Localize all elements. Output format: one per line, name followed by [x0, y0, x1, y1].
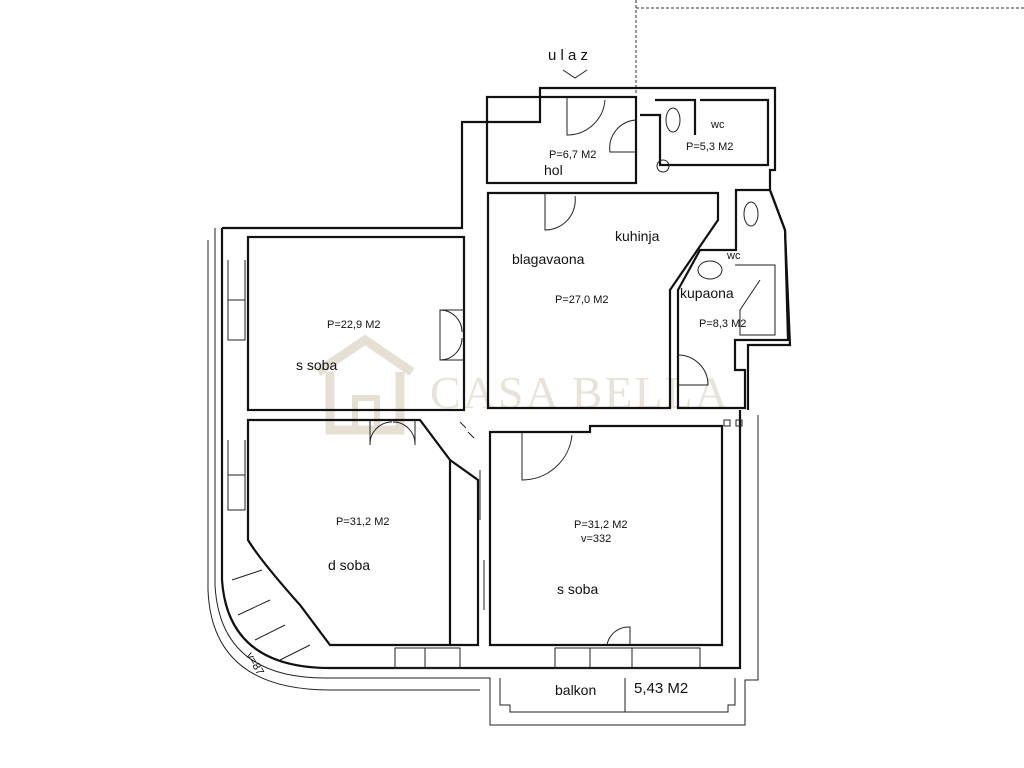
room-hol [485, 95, 638, 185]
door[interactable] [544, 193, 576, 231]
door[interactable] [521, 432, 573, 481]
door[interactable] [606, 626, 631, 646]
room-area: 5,43 M2 [634, 680, 688, 697]
room-area: P=8,3 M2 [699, 318, 746, 330]
room-label: blagavaona [512, 251, 585, 267]
room-label: s soba [296, 357, 337, 373]
room-area: P=27,0 M2 [555, 294, 609, 306]
toilet-icon [665, 107, 681, 133]
room-label: s soba [557, 581, 598, 597]
shower [735, 264, 776, 336]
watermark-text: CASA BELLA [430, 367, 730, 418]
room-label: balkon [555, 682, 596, 698]
sink-icon [656, 159, 670, 173]
watermark-logo: CASA BELLA [315, 334, 730, 435]
room-label: kuhinja [615, 228, 660, 244]
entrance-label: u l a z [548, 47, 588, 64]
double-door[interactable] [439, 309, 464, 361]
room-kupaona [676, 188, 790, 410]
room-height: v=332 [581, 533, 611, 545]
outer-walls [207, 86, 792, 726]
window [554, 647, 701, 669]
window [227, 260, 246, 511]
room-d-soba [246, 418, 452, 647]
room-s-soba [246, 235, 466, 412]
room-wc [640, 98, 770, 167]
room-label: hol [544, 162, 563, 178]
room-label: kupaona [680, 285, 734, 301]
room-area: P=5,3 M2 [686, 141, 733, 153]
entrance-arrow-icon [562, 69, 588, 79]
door[interactable] [566, 97, 606, 136]
room-label: d soba [328, 557, 370, 573]
door[interactable] [609, 119, 637, 153]
column-marks [459, 419, 743, 439]
room-area: P=31,2 M2 [336, 516, 390, 528]
sink-icon [697, 260, 723, 280]
room-blagavaona [486, 191, 720, 410]
double-door[interactable] [369, 420, 416, 446]
room-label: wc [726, 250, 741, 262]
room-area: P=31,2 M2 [574, 519, 628, 531]
window [394, 647, 461, 669]
room-label: wc [710, 119, 725, 131]
door[interactable] [677, 354, 709, 386]
toilet-icon [743, 201, 759, 227]
boundary-line [635, 0, 1024, 95]
room-area: P=6,7 M2 [549, 149, 596, 161]
room-note: v=87 [243, 651, 265, 678]
room-area: P=22,9 M2 [327, 319, 381, 331]
balcony [499, 678, 736, 713]
sliding-door[interactable] [479, 470, 485, 610]
room-s-soba-2 [488, 424, 724, 647]
bay-window [231, 569, 311, 661]
